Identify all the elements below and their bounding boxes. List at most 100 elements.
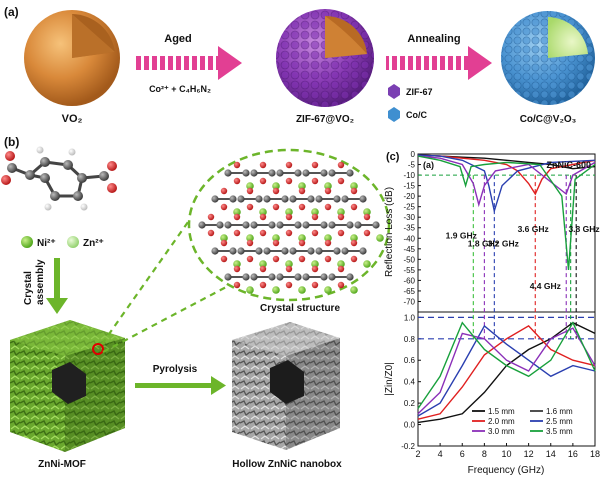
top-ytick-label: -20 [403,192,415,201]
bottom-ytick-label: 1.0 [404,313,416,322]
top-ytick-label: -60 [403,276,415,285]
panel-a-label: (a) [4,5,19,19]
series-line-3-5-mm [417,155,596,270]
sphere3-label: Co/C@V₂O₃ [520,114,577,125]
top-ytick-label: -55 [403,266,415,275]
panel-c-label: (c) [386,151,400,163]
zoom-marker [92,343,104,355]
top-ytick-label: 0 [411,150,416,159]
legend-label: 2.5 mm [546,417,573,426]
annealing-arrow [386,46,492,80]
ni-ion-icon [21,236,33,248]
series-line-2-0-mm [417,325,596,420]
panel-b-label: (b) [4,135,19,149]
bottom-ytick-label: 0.6 [404,356,416,365]
top-ytick-label: -65 [403,287,415,296]
legend-label: 1.6 mm [546,407,573,416]
top-ytick-label: -15 [403,182,415,191]
znni-mof-cube [10,320,125,452]
top-ytick-label: -40 [403,234,415,243]
legend-coc: Co/C [406,110,427,120]
xtick-label: 4 [438,449,443,459]
legend-label: 3.0 mm [488,427,515,436]
top-ytick-label: -45 [403,245,415,254]
bottom-ytick-label: 0.4 [404,378,416,387]
aged-arrow [136,46,242,80]
crystal-label: Crystal structure [260,303,340,314]
series-line-3-0-mm [417,155,596,208]
legend-label: 3.5 mm [546,427,573,436]
xtick-label: 14 [546,449,556,459]
series-layer [417,154,596,424]
series-line-2-5-mm [417,154,596,214]
top-ytick-label: -70 [403,297,415,306]
bottom-ytick-label: -0.2 [401,442,415,451]
series-line-3-0-mm [417,327,596,415]
crystal-lattice [198,161,384,294]
xtick-label: 18 [590,449,600,459]
cube2-label: Hollow ZnNiC nanobox [232,459,342,470]
panel-a-legend: ZIF-67 Co/C [388,84,433,122]
series-line-2-0-mm [417,154,596,196]
top-ytick-label: -25 [403,203,415,212]
linker-molecule [1,146,117,211]
xtick-label: 8 [482,449,487,459]
vo2-sphere [24,10,120,106]
top-ytick-label: -35 [403,224,415,233]
legend-label: 1.5 mm [488,407,515,416]
coc-legend-icon [388,107,400,122]
legend-label: 2.0 mm [488,417,515,426]
coc-v2o3-sphere [501,11,595,105]
cube1-label: ZnNi-MOF [38,459,86,470]
annotation-label: 1.8 GHz [468,239,499,249]
chart-sub-label: (a) [423,160,434,170]
zoom-line-bottom [102,284,231,353]
step2-label: Pyrolysis [153,364,198,375]
xlabel: Frequency (GHz) [468,465,545,476]
hollow-nanobox-cube [232,322,340,450]
series-line-3-5-mm [417,321,596,409]
step1-label: Crystalassembly [23,259,46,305]
arrow1-sub: Co²⁺ + C₄H₆N₂ [149,84,211,94]
sphere2-label: ZIF-67@VO₂ [296,114,354,125]
annotation-label: 3.8 GHz [568,224,599,234]
annotation-label: 3.6 GHz [518,224,549,234]
pyrolysis-arrow [135,376,226,395]
ion-ni-label: Ni²⁺ [37,238,56,249]
xtick-label: 10 [501,449,511,459]
zoom-line-top [101,204,201,345]
chart-legend: 1.5 mm 1.6 mm 2.0 mm 2.5 mm 3.0 mm 3.5 mm [472,407,573,436]
annotation-label: 1.9 GHz [446,230,477,240]
xtick-label: 6 [460,449,465,459]
bottom-ytick-label: 0.2 [404,399,416,408]
annotation-label: 3.2 GHz [488,239,519,249]
arrow2-label: Annealing [407,33,460,45]
xtick-label: 16 [568,449,578,459]
series-line-2-5-mm [417,324,596,417]
bottom-ylabel: |Zin/Z0| [384,362,395,396]
legend-zif67: ZIF-67 [406,87,433,97]
xtick-label: 12 [524,449,534,459]
crystal-structure-ellipse [187,148,391,302]
bottom-ytick-label: 0.0 [404,421,416,430]
zn-ion-icon [67,236,79,248]
chart-frame [417,153,596,447]
ion-zn-label: Zn²⁺ [83,238,104,249]
sphere1-label: VO₂ [62,113,83,125]
arrow1-label: Aged [164,33,192,45]
top-ytick-label: -5 [408,161,416,170]
top-yticks: 0 -5-10 -15-20 -25-30 -35-40 -45-50 -55-60 -65-… [403,150,421,306]
xtick-label: 2 [415,449,420,459]
bottom-ytick-label: 0.8 [404,335,416,344]
zif67-legend-icon [388,84,400,99]
top-ylabel: Reflection Loss (dB) [384,187,395,277]
top-ytick-label: -30 [403,213,415,222]
top-ytick-label: -50 [403,255,415,264]
crystal-assembly-arrow [46,258,68,314]
rl-chart: 0-5-10-15-20-25-30-35-40-45-50-55-60-65-… [401,150,600,459]
top-ytick-label: -10 [403,171,415,180]
zif67-vo2-sphere [276,9,374,107]
